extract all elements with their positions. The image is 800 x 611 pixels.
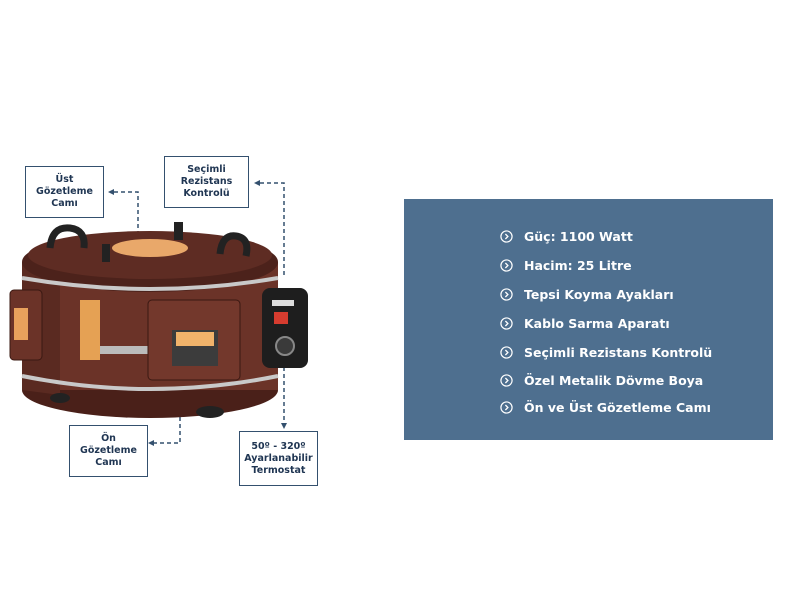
feature-item: Hacim: 25 Litre <box>500 251 712 280</box>
feature-label: Kablo Sarma Aparatı <box>524 316 670 331</box>
chevron-right-circle-icon <box>500 230 513 243</box>
callout-thermostat: 50º - 320º Ayarlanabilir Termostat <box>239 431 318 486</box>
chevron-right-circle-icon <box>500 401 513 414</box>
feature-item: Seçimli Rezistans Kontrolü <box>500 338 712 367</box>
callout-top-window: Üst Gözetleme Camı <box>25 166 104 218</box>
feature-item: Tepsi Koyma Ayakları <box>500 280 712 309</box>
chevron-right-circle-icon <box>500 288 513 301</box>
feature-label: Ön ve Üst Gözetleme Camı <box>524 400 711 415</box>
feature-item: Güç: 1100 Watt <box>500 222 712 251</box>
feature-label: Hacim: 25 Litre <box>524 258 632 273</box>
feature-label: Tepsi Koyma Ayakları <box>524 287 674 302</box>
feature-label: Özel Metalik Dövme Boya <box>524 373 704 388</box>
features-panel: Güç: 1100 Watt Hacim: 25 Litre Tepsi Koy… <box>404 199 773 440</box>
feature-list: Güç: 1100 Watt Hacim: 25 Litre Tepsi Koy… <box>500 222 712 421</box>
chevron-right-circle-icon <box>500 259 513 272</box>
chevron-right-circle-icon <box>500 346 513 359</box>
feature-item: Kablo Sarma Aparatı <box>500 309 712 338</box>
feature-item: Özel Metalik Dövme Boya <box>500 367 712 394</box>
feature-label: Seçimli Rezistans Kontrolü <box>524 345 713 360</box>
chevron-right-circle-icon <box>500 374 513 387</box>
feature-label: Güç: 1100 Watt <box>524 229 633 244</box>
callout-front-window: Ön Gözetleme Camı <box>69 425 148 477</box>
chevron-right-circle-icon <box>500 317 513 330</box>
callout-heater-control: Seçimli Rezistans Kontrolü <box>164 156 249 208</box>
feature-item: Ön ve Üst Gözetleme Camı <box>500 394 712 421</box>
